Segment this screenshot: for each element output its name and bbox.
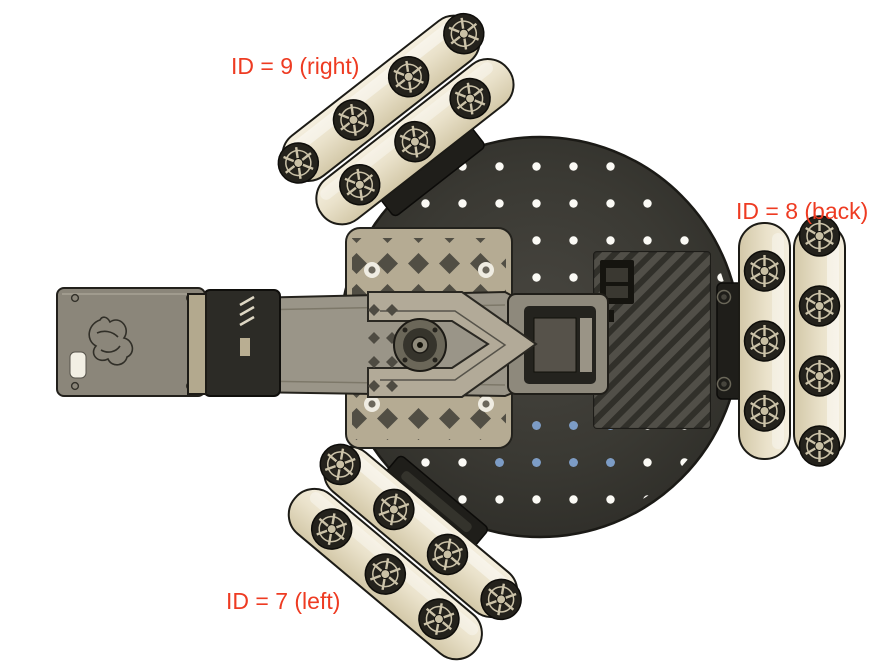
arm-wrist-block	[507, 293, 609, 395]
mount-plate-screws	[364, 262, 494, 412]
logo-sketch	[88, 316, 134, 366]
label-wheel-id-9: ID = 9 (right)	[231, 53, 360, 79]
gripper-bracket	[187, 293, 207, 395]
plate-edge-slots	[716, 289, 732, 392]
gripper-plate	[56, 287, 206, 397]
robot-arm	[56, 287, 609, 398]
arm-diamond-cutouts	[368, 304, 398, 392]
omni-wheel-right-id8	[739, 216, 845, 466]
arm-elbow-joint	[393, 318, 447, 372]
label-wheel-id-8: ID = 8 (back)	[736, 198, 869, 224]
label-wheel-id-7: ID = 7 (left)	[226, 588, 341, 614]
gripper-motor	[203, 289, 281, 397]
gripper-plate-slot	[69, 351, 87, 379]
heatsink	[593, 251, 711, 429]
